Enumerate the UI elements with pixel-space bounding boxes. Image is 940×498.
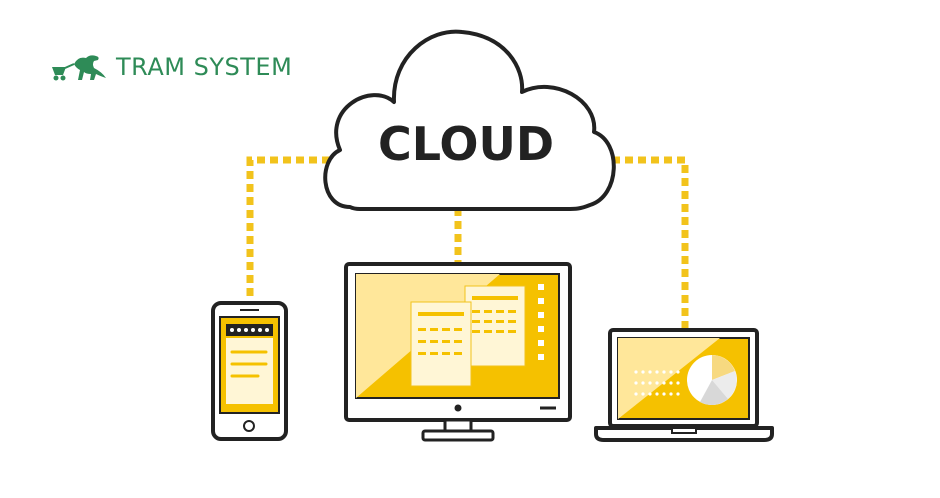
monitor-base xyxy=(421,429,495,442)
laptop-trackpad xyxy=(671,427,697,434)
document-back xyxy=(464,285,526,367)
smartphone xyxy=(211,301,288,441)
connector-cloud-to-laptop xyxy=(612,156,689,330)
phone-password-bar xyxy=(226,324,273,336)
phone-password-dots xyxy=(230,328,269,332)
monitor-neck xyxy=(443,418,473,433)
cloud: CLOUD xyxy=(323,29,616,211)
dinosaur-cart-icon xyxy=(52,55,106,81)
laptop xyxy=(594,328,774,442)
connectors xyxy=(246,156,689,330)
connector-cloud-to-phone xyxy=(246,156,330,300)
brand-logo: TRAM SYSTEM xyxy=(50,50,292,84)
monitor-power-icon xyxy=(454,404,462,412)
phone-text-lines xyxy=(230,350,268,378)
cloud-label: CLOUD xyxy=(378,117,554,171)
pie-chart-icon xyxy=(687,355,737,405)
laptop-screen-highlight xyxy=(618,338,720,419)
cloud-shape xyxy=(323,29,616,211)
laptop-data-dots xyxy=(634,370,680,396)
monitor-sidebar-squares xyxy=(538,284,544,360)
phone-card xyxy=(226,338,273,404)
desktop-monitor xyxy=(344,262,572,442)
document-front xyxy=(410,301,472,387)
phone-home-button-icon xyxy=(243,420,255,432)
brand-name: TRAM SYSTEM xyxy=(116,53,293,81)
